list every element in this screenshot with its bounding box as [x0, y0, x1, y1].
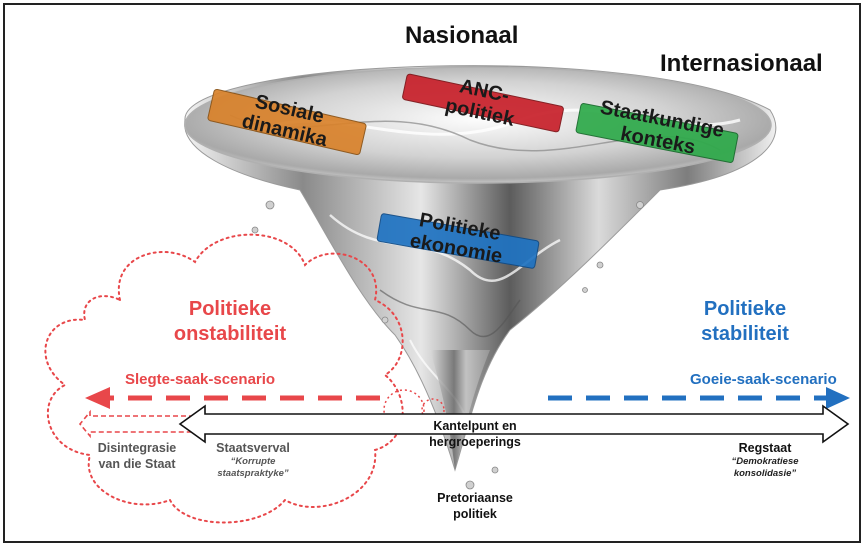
- stability-title-line2: stabiliteit: [701, 323, 789, 345]
- bad-case-scenario-label: Slegte-saak-scenario: [125, 371, 276, 388]
- tipping-point-label: Kantelpunt en hergroeperings: [420, 418, 530, 450]
- bad-case-arrow: [85, 387, 380, 409]
- state-collapse-note: “Korrupte staatspraktyke”: [213, 456, 293, 480]
- good-case-arrow: [548, 387, 850, 409]
- collapse-note-line1: “Korrupte: [230, 456, 276, 467]
- national-heading: Nasionaal: [405, 22, 519, 49]
- international-heading: Internasionaal: [660, 50, 823, 77]
- good-case-scenario-label: Goeie-saak-scenario: [690, 371, 837, 388]
- tipping-line2: hergroeperings: [429, 435, 521, 449]
- tipping-line1: Kantelpunt en: [433, 419, 517, 433]
- instability-cloud: [44, 233, 404, 524]
- collapse-note-line2: staatspraktyke”: [217, 468, 289, 479]
- rule-of-law-label: Regstaat: [738, 441, 792, 455]
- bar-political-economy: [376, 213, 540, 269]
- disintegration-line1: Disintegrasie: [97, 441, 177, 455]
- instability-title-line2: onstabiliteit: [173, 323, 287, 345]
- state-collapse-label: Staatsverval: [216, 441, 290, 455]
- stability-title: Politieke stabiliteit: [680, 297, 810, 347]
- bar-anc-politics: [402, 73, 564, 133]
- rule-of-law-note: “Demokratiese konsolidasie”: [718, 456, 812, 480]
- rule-note-line2: konsolidasie”: [733, 468, 797, 479]
- rule-note-line1: “Demokratiese: [731, 456, 799, 467]
- praetorian-line1: Pretoriaanse: [437, 491, 513, 505]
- praetorian-line2: politiek: [453, 507, 497, 521]
- bar-state-context: [575, 103, 739, 163]
- tipping-circle-small: [421, 398, 445, 422]
- disintegration-arrow: [78, 409, 210, 439]
- disintegration-line2: van die Staat: [98, 457, 176, 471]
- instability-title: Politieke onstabiliteit: [160, 297, 300, 347]
- praetorian-politics-label: Pretoriaanse politiek: [420, 490, 530, 522]
- disintegration-label: Disintegrasie van die Staat: [88, 440, 186, 472]
- instability-title-line1: Politieke: [188, 298, 272, 320]
- stability-title-line1: Politieke: [703, 298, 787, 320]
- bar-social-dynamics: [207, 88, 367, 156]
- spectrum-double-arrow: [178, 404, 850, 444]
